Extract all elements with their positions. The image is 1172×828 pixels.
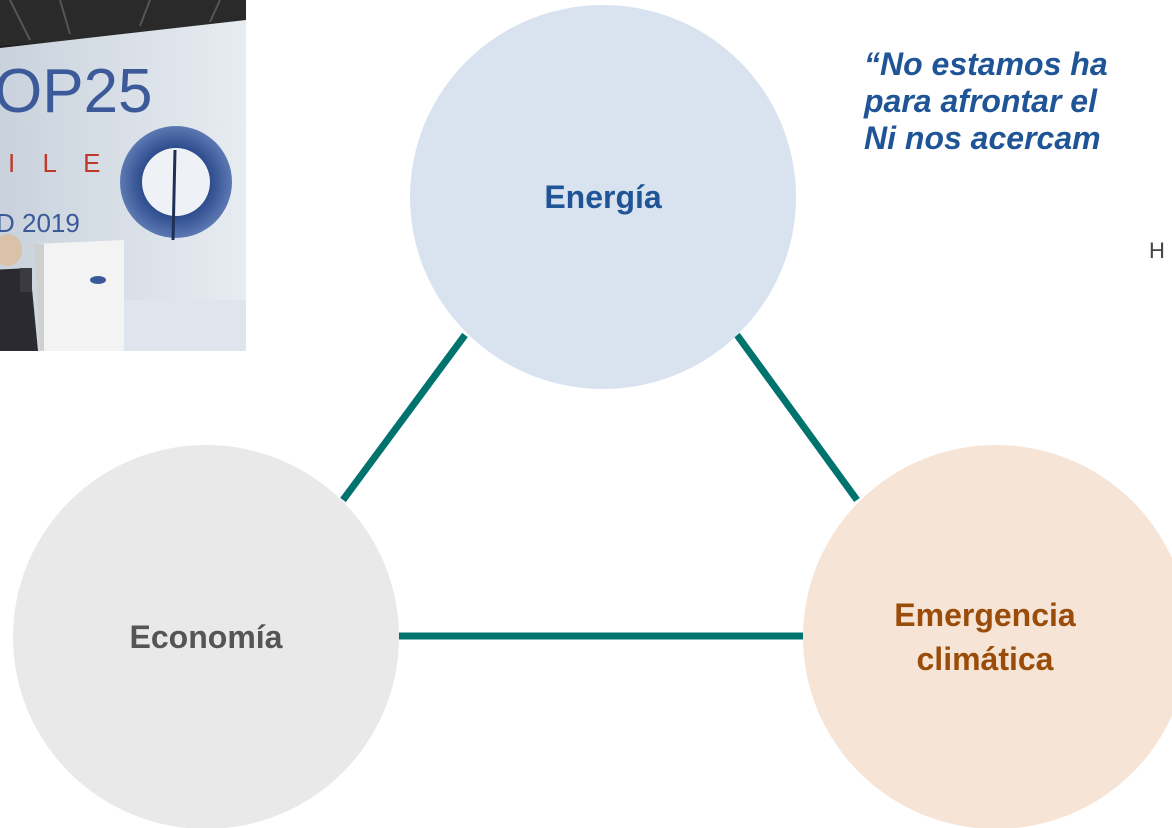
node-emergencia-label: Emergencia climática bbox=[894, 593, 1097, 681]
quote: “No estamos ha para afrontar el Ni nos a… bbox=[864, 46, 1172, 157]
node-emergencia-climatica: Emergencia climática bbox=[803, 445, 1172, 828]
cop25-photo: OP25 I L E D 2019 bbox=[0, 0, 246, 351]
quote-author: H bbox=[1149, 238, 1165, 263]
node-economia: Economía bbox=[13, 445, 399, 828]
quote-line-2: para afrontar el bbox=[864, 83, 1097, 119]
node-emergencia-line2: climática bbox=[916, 641, 1054, 677]
conference-photo-icon: OP25 I L E D 2019 bbox=[0, 0, 246, 351]
stage-text-country: I L E bbox=[8, 148, 111, 178]
node-energia-label: Energía bbox=[544, 179, 662, 215]
node-energia: Energía bbox=[410, 5, 796, 389]
connector-energia-economia bbox=[340, 332, 468, 503]
quote-line-3: Ni nos acercam bbox=[864, 120, 1101, 156]
node-emergencia-line1: Emergencia bbox=[894, 597, 1076, 633]
connector-energia-emergencia bbox=[734, 332, 860, 503]
stage-text-main: OP25 bbox=[0, 57, 153, 126]
stage-text-date: D 2019 bbox=[0, 208, 80, 238]
quote-line-1: “No estamos ha bbox=[864, 46, 1108, 82]
node-economia-label: Economía bbox=[129, 619, 283, 655]
